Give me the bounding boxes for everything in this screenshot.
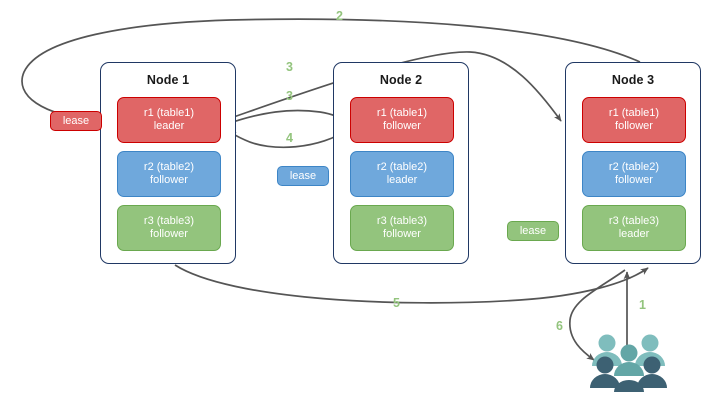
replica-role: follower: [150, 228, 188, 240]
node-card-3[interactable]: Node 3 r1 (table1) follower r2 (table2) …: [565, 62, 701, 264]
replica-role: follower: [150, 174, 188, 186]
replica-r1-node2[interactable]: r1 (table1) follower: [350, 97, 454, 143]
replica-name: r3 (table3): [608, 214, 660, 227]
step-label-6: 6: [556, 319, 563, 333]
replica-r3-node2[interactable]: r3 (table3) follower: [350, 205, 454, 251]
node-title: Node 2: [379, 73, 423, 87]
arrow-step-5: [174, 264, 649, 304]
replica-name: r2 (table2): [608, 160, 660, 173]
replica-name: r3 (table3): [376, 214, 428, 227]
replica-role: leader: [153, 120, 185, 132]
replica-r3-node1[interactable]: r3 (table3) follower: [117, 205, 221, 251]
replica-r2-node3[interactable]: r2 (table2) follower: [582, 151, 686, 197]
replica-r2-node2[interactable]: r2 (table2) leader: [350, 151, 454, 197]
step-label-3-node2: 3: [286, 89, 293, 103]
replica-name: r3 (table3): [143, 214, 195, 227]
node-title: Node 3: [611, 73, 655, 87]
users-front-row: [590, 356, 667, 392]
replica-r1-node3[interactable]: r1 (table1) follower: [582, 97, 686, 143]
replica-name: r2 (table2): [143, 160, 195, 173]
step-label-4: 4: [286, 131, 293, 145]
step-label-5: 5: [393, 296, 400, 310]
step-label-2: 2: [336, 9, 343, 23]
node-card-1[interactable]: Node 1 r1 (table1) leader r2 (table2) fo…: [100, 62, 236, 264]
replica-role: leader: [618, 228, 650, 240]
lease-chip-red[interactable]: lease: [50, 111, 102, 131]
replica-r2-node1[interactable]: r2 (table2) follower: [117, 151, 221, 197]
lease-label: lease: [519, 225, 547, 237]
replica-role: follower: [615, 120, 653, 132]
replica-name: r2 (table2): [376, 160, 428, 173]
replica-name: r1 (table1): [143, 106, 195, 119]
step-label-1: 1: [639, 298, 646, 312]
replica-r1-node1[interactable]: r1 (table1) leader: [117, 97, 221, 143]
replica-role: follower: [383, 228, 421, 240]
replica-r3-node3[interactable]: r3 (table3) leader: [582, 205, 686, 251]
arrow-step-3-node2: [226, 109, 350, 125]
lease-label: lease: [289, 170, 317, 182]
replica-name: r1 (table1): [608, 106, 660, 119]
lease-chip-green[interactable]: lease: [507, 221, 559, 241]
users-icon: [590, 334, 667, 392]
node-title: Node 1: [146, 73, 190, 87]
replica-role: leader: [386, 174, 418, 186]
replica-name: r1 (table1): [376, 106, 428, 119]
replica-role: follower: [615, 174, 653, 186]
step-label-3-node3: 3: [286, 60, 293, 74]
lease-chip-blue[interactable]: lease: [277, 166, 329, 186]
lease-label: lease: [62, 115, 90, 127]
node-card-2[interactable]: Node 2 r1 (table1) follower r2 (table2) …: [333, 62, 469, 264]
replica-role: follower: [383, 120, 421, 132]
